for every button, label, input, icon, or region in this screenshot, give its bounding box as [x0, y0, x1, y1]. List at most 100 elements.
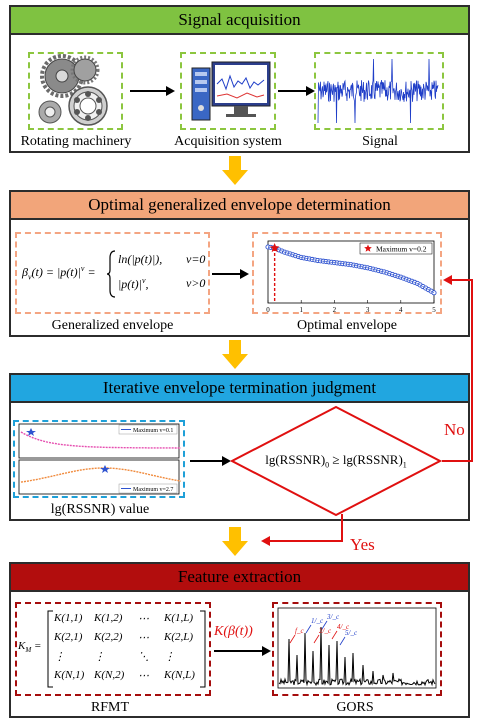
rssnr-plots: Maximum v=0.1 Maximum v=2.7 [18, 423, 182, 495]
yes-label: Yes [350, 535, 375, 554]
envelope-line [267, 246, 435, 294]
matrix-grid: K(1,1) K(1,2) ⋯ K(1,L) K(2,1) K(2,2) ⋯ K(2,L) ⋮ ⋮… [54, 612, 200, 688]
x-tick-label: 3 [366, 306, 370, 314]
gors-mark-arrow [289, 634, 296, 644]
matrix-left-bracket [47, 610, 53, 688]
formula-lhs: βv(t) = |p(t)|v = [22, 264, 96, 282]
arrow-2 [278, 86, 315, 96]
gors-mark-arrow [305, 624, 312, 634]
formula-case2: |p(t)|v, [118, 276, 149, 291]
matrix-cell: ⋮ [94, 651, 105, 663]
envelope-title: Optimal generalized envelope determinati… [88, 195, 391, 214]
machinery-box [28, 52, 123, 130]
gors-mark-label: 5/_c [345, 629, 358, 637]
machinery-illustration [38, 54, 108, 126]
gors-mark-arrow [331, 630, 338, 640]
matrix-cell: ⋮ [164, 651, 175, 663]
formula-case1: ln(|p(t)|), [118, 252, 163, 266]
gors-mark-arrow [321, 620, 328, 630]
caption-acquisition-system: Acquisition system [174, 134, 282, 149]
matrix-cell: K(2,L) [164, 631, 194, 643]
rssnr-legend-top: Maximum v=0.1 [133, 428, 173, 434]
x-tick-label: 4 [399, 306, 403, 314]
decision-condition: lg(RSSNR)0 ≥ lg(RSSNR)1 [265, 452, 407, 470]
signal-box [314, 52, 444, 130]
matrix-cell: K(2,2) [94, 631, 123, 643]
matrix-cell: K(1,2) [94, 612, 123, 624]
matrix-cell: ⋯ [138, 632, 149, 644]
arrow-1 [130, 86, 175, 96]
monitor-icon [211, 61, 271, 117]
rssnr-plots-box [13, 420, 185, 498]
acquisition-header: Signal acquisition [9, 5, 470, 35]
optimal-envelope-chart: 0 1 2 3 4 5 Maximum v=0.2 [265, 240, 437, 314]
yes-arrow [261, 514, 343, 546]
chart-legend [359, 242, 433, 255]
arrow-4 [190, 456, 231, 466]
optimal-envelope-box [252, 232, 442, 314]
rfmt-box [15, 602, 211, 696]
legend-text: Maximum v=0.2 [376, 245, 427, 254]
no-feedback-arrow [442, 275, 473, 462]
gors-mark-label: 3/_c [326, 613, 340, 621]
gors-box [272, 602, 442, 696]
generalized-envelope-box [15, 232, 210, 314]
flow-arrow-1 [222, 156, 248, 185]
x-tick-label: 1 [299, 306, 303, 314]
matrix-cell: ⋱ [138, 651, 149, 663]
matrix-cell: K(N,2) [94, 669, 125, 681]
matrix-cell: ⋮ [54, 651, 65, 663]
gors-spectrum: f_c 1/_c 2/_c 3/_c 4/_c5/_c [277, 607, 437, 689]
x-tick-label: 5 [432, 306, 436, 314]
envelope-header: Optimal generalized envelope determinati… [9, 190, 470, 220]
termination-title: Iterative envelope termination judgment [102, 378, 377, 397]
formula-case1-cond: v=0 [186, 252, 206, 266]
bearing-icon [38, 86, 108, 126]
matrix-cell: K(1,1) [54, 612, 83, 624]
formula-case2-cond: v>0 [186, 276, 206, 290]
matrix-cell: ⋯ [138, 613, 149, 625]
matrix-cell: K(2,1) [54, 631, 83, 643]
max-star [269, 243, 280, 253]
daq-unit-icon [191, 67, 211, 121]
formula-brace [106, 250, 116, 298]
termination-header: Iterative envelope termination judgment [9, 373, 470, 403]
matrix-cell: ⋯ [138, 670, 149, 682]
flow-arrow-2 [222, 340, 248, 369]
kbeta-label: K(β(t)) [214, 624, 253, 639]
gors-mark-arrow [339, 636, 346, 646]
arrow-5 [214, 646, 271, 656]
caption-signal: Signal [362, 134, 398, 149]
acquisition-title: Signal acquisition [178, 10, 301, 29]
caption-generalized-envelope: Generalized envelope [51, 318, 174, 333]
feature-title: Feature extraction [177, 567, 302, 586]
gors-mark-label: 1/_c [311, 617, 324, 625]
rssnr-legend-bottom: Maximum v=2.7 [133, 487, 173, 493]
caption-rfmt: RFMT [90, 700, 130, 715]
gear-icon [40, 54, 100, 98]
signal-trace [317, 58, 439, 124]
gors-mark-label: 4/_c [337, 623, 350, 631]
decision-diamond [230, 405, 442, 517]
gors-mark-arrow [313, 634, 320, 644]
caption-gors: GORS [336, 700, 374, 715]
rfmt-matrix: KM = K(1,1) K(1,2) ⋯ K(1,L) K(2,1) K(2,2) ⋯ K(2… [18, 610, 210, 690]
arrow-3 [212, 269, 249, 279]
flow-arrow-3 [222, 527, 248, 556]
gors-mark-label: f_c [295, 627, 304, 635]
feature-header: Feature extraction [9, 562, 470, 592]
acquisition-system-illustration [191, 61, 271, 121]
x-tick-label: 0 [266, 306, 270, 314]
x-tick-label: 2 [333, 306, 337, 314]
acquisition-system-box [180, 52, 276, 130]
envelope-formula: βv(t) = |p(t)|v = ln(|p(t)|), v=0 |p(t)|… [20, 248, 210, 300]
matrix-right-bracket [200, 610, 206, 688]
matrix-cell: K(N,L) [164, 669, 195, 681]
caption-rotating-machinery: Rotating machinery [20, 134, 132, 149]
gors-mark-label: 2/_c [319, 627, 332, 635]
signal-waveform [317, 58, 439, 124]
matrix-label: KM = [18, 640, 42, 655]
matrix-cell: K(N,1) [54, 669, 85, 681]
matrix-cell: K(1,L) [164, 612, 194, 624]
no-label: No [444, 420, 465, 439]
